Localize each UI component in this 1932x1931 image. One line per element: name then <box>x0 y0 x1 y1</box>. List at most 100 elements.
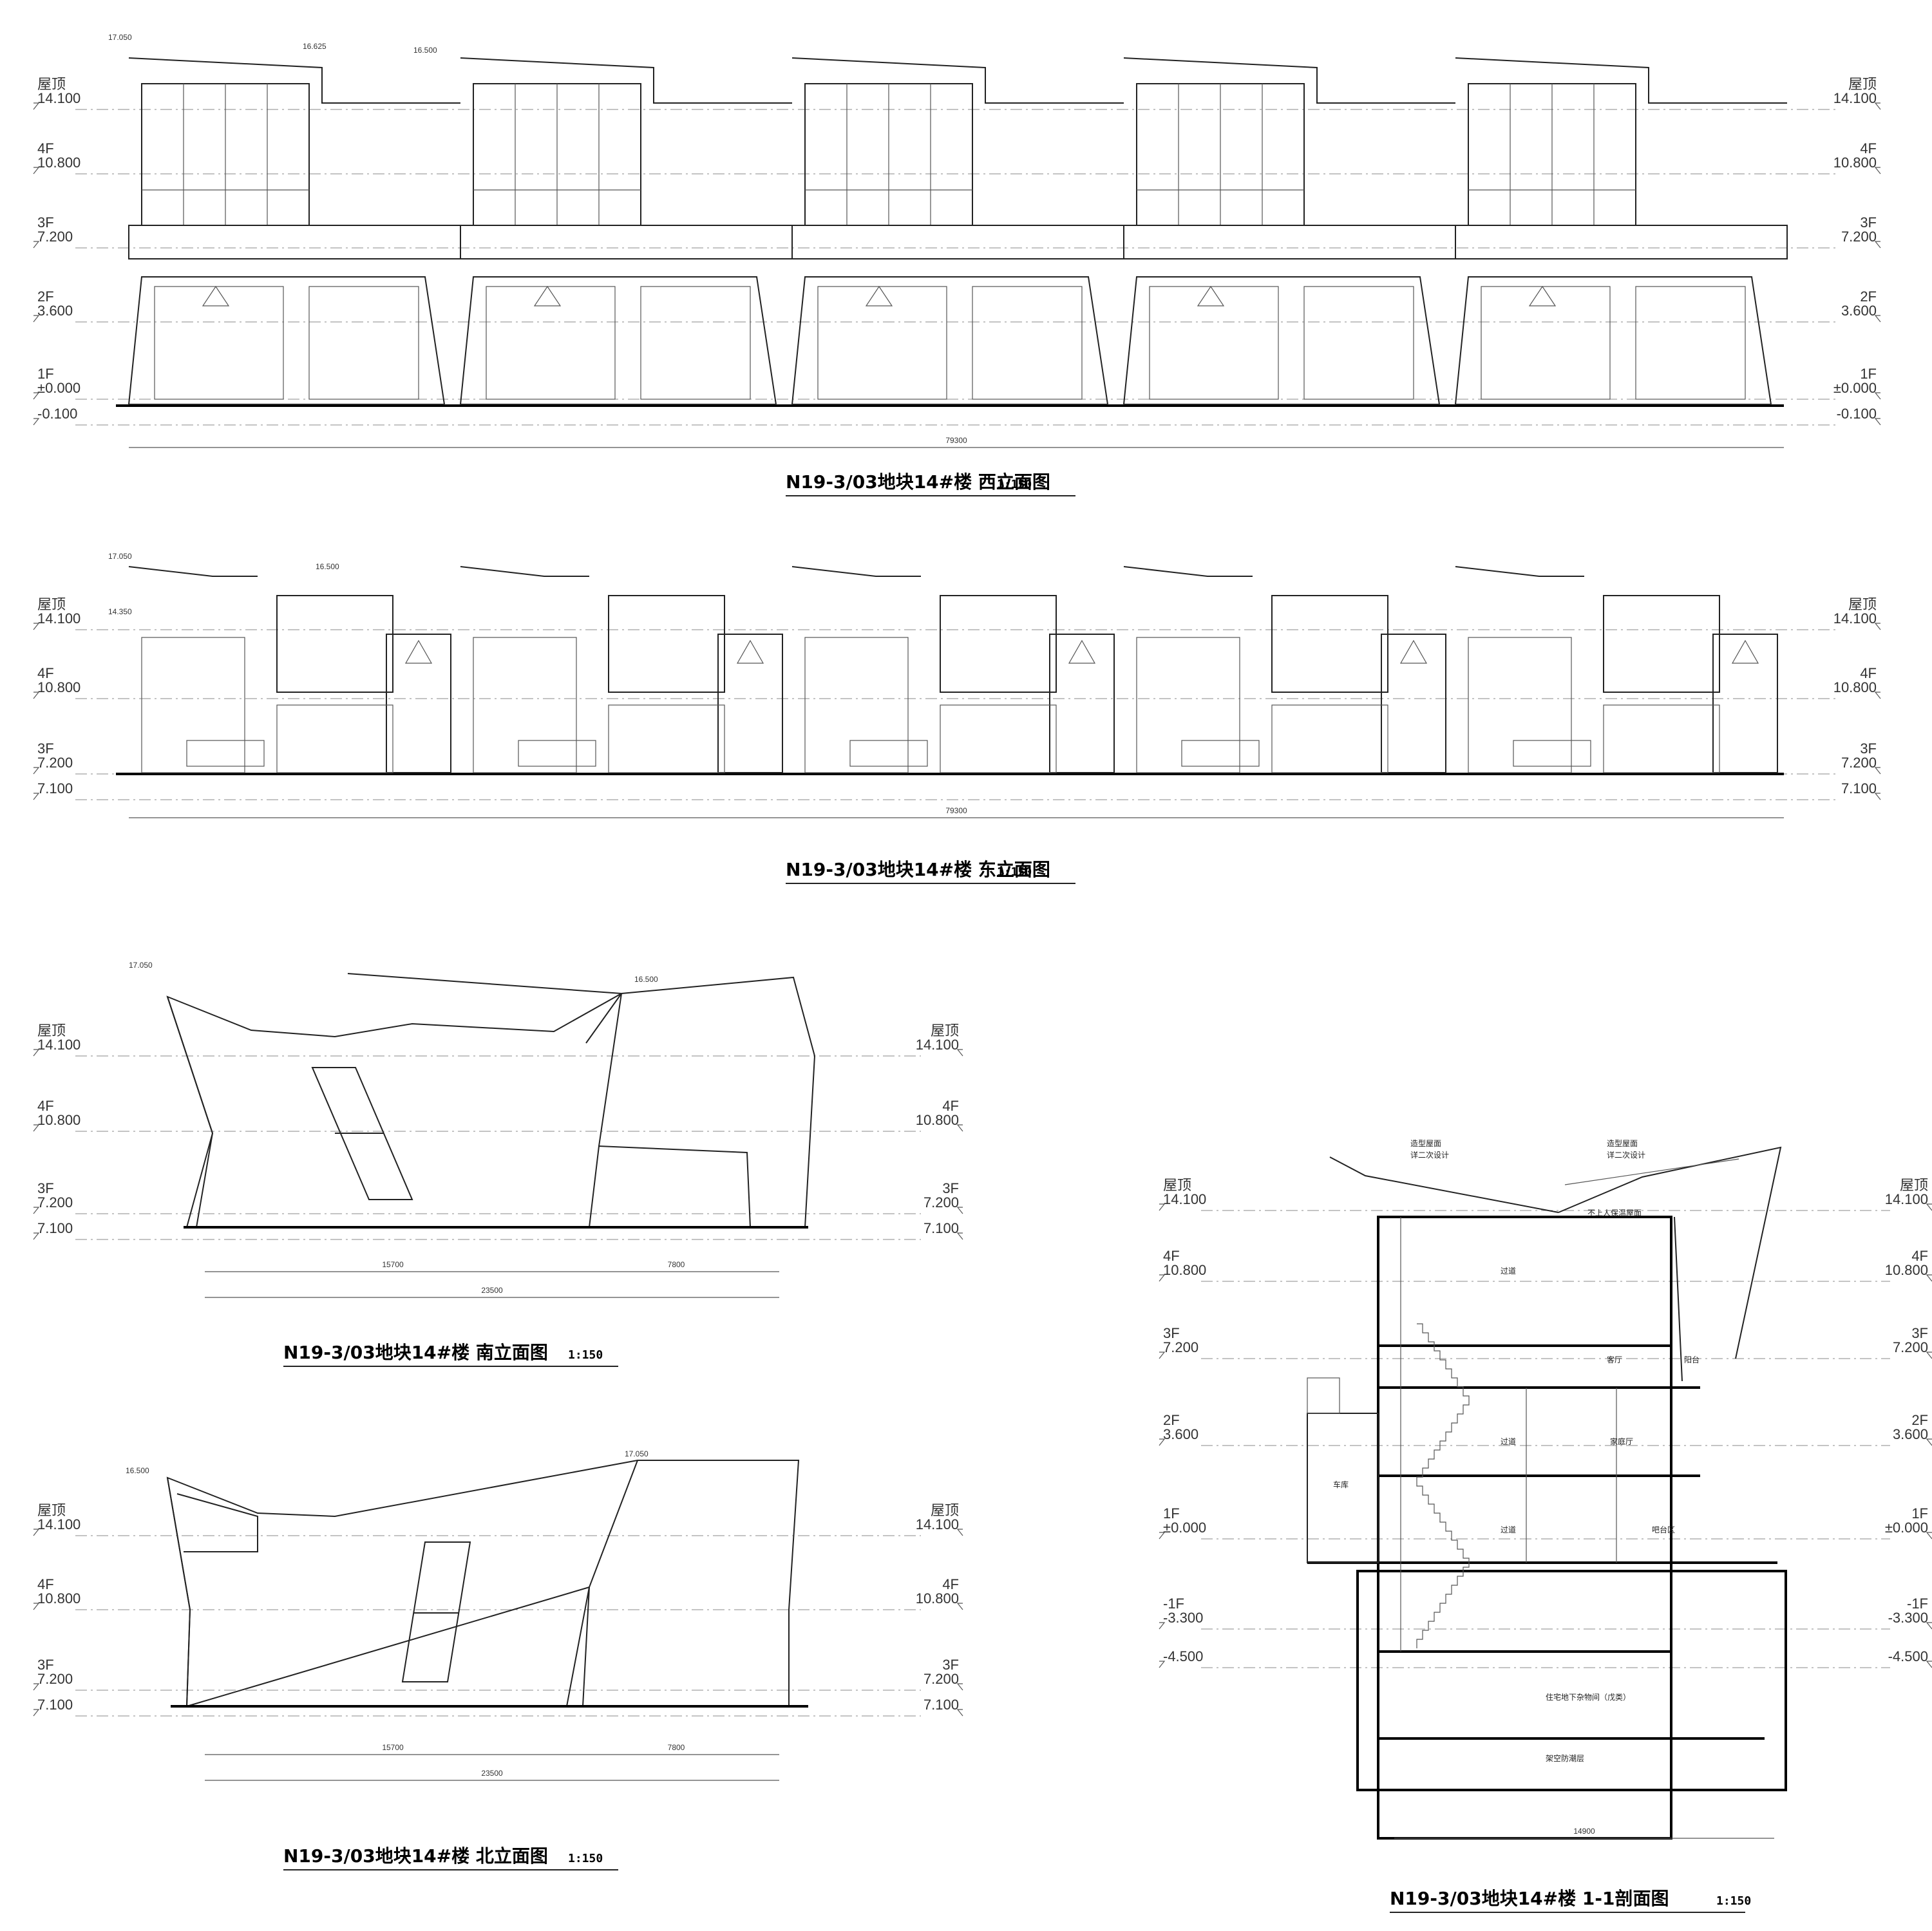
east-level-name: 4F <box>1860 665 1877 681</box>
section-room-1: 过道 <box>1501 1267 1516 1276</box>
section-room-8: 车库 <box>1333 1480 1349 1489</box>
east-entry <box>608 704 725 773</box>
section-stairs <box>1416 1323 1470 1648</box>
east-level-value: 7.200 <box>37 755 73 771</box>
west-level-mark <box>33 102 40 110</box>
south-title: N19-3/03地块14#楼 南立面图 <box>283 1342 548 1363</box>
north-left-fin <box>167 1477 191 1707</box>
east-mark-3: 14.350 <box>108 607 132 616</box>
east-upper-window <box>608 595 725 693</box>
west-level-mark <box>1874 241 1881 249</box>
east-entry <box>276 704 393 773</box>
east-roof-line <box>128 566 258 577</box>
east-level-mark <box>1874 793 1881 800</box>
west-level-value: -0.100 <box>37 406 77 422</box>
east-planter <box>186 740 265 767</box>
section-level-name: 2F <box>1163 1412 1180 1428</box>
south-level-name: 4F <box>942 1098 959 1114</box>
south-level-value: 7.200 <box>37 1194 73 1210</box>
north-level-name: 3F <box>37 1657 54 1673</box>
west-level-mark <box>1874 102 1881 110</box>
section-level-name: 3F <box>1163 1325 1180 1341</box>
south-level-mark <box>33 1232 40 1240</box>
east-planter <box>1513 740 1591 767</box>
section-level-mark <box>1926 1532 1932 1540</box>
section-level-value: -3.300 <box>1888 1610 1928 1626</box>
north-level-mark <box>33 1603 40 1610</box>
north-dim-3: 23500 <box>481 1769 503 1778</box>
east-level-mark <box>1874 692 1881 699</box>
south-level-name: 屋顶 <box>931 1022 959 1039</box>
north-level-name: 4F <box>942 1576 959 1592</box>
west-balcony <box>1455 225 1788 259</box>
east-mark-2: 16.500 <box>316 562 339 571</box>
west-level-name: 屋顶 <box>37 76 66 92</box>
section-roof-canopy-left <box>1329 1156 1559 1213</box>
section-level-mark <box>1159 1274 1166 1282</box>
section-note-2: 详二次设计 <box>1410 1150 1449 1160</box>
west-elevation: 屋顶14.100屋顶14.1004F10.8004F10.8003F7.2003… <box>33 33 1881 496</box>
section-level-mark <box>1926 1352 1932 1359</box>
north-level-name: 屋顶 <box>37 1502 66 1518</box>
section-level-value: 7.200 <box>1893 1339 1928 1355</box>
north-level-mark <box>33 1709 40 1717</box>
south-level-name: 4F <box>37 1098 54 1114</box>
section-room-7: 吧台区 <box>1652 1525 1675 1534</box>
section-room-9: 住宅地下杂物间（戊类） <box>1546 1692 1631 1702</box>
section-level-name: 2F <box>1911 1412 1928 1428</box>
section-room-5: 家庭厅 <box>1610 1436 1633 1446</box>
west-balcony <box>791 225 1124 259</box>
west-lower-door <box>972 286 1083 400</box>
south-level-value: 7.100 <box>37 1220 73 1236</box>
west-level-mark <box>33 418 40 426</box>
east-planter <box>1181 740 1260 767</box>
section-glazing <box>1674 1216 1683 1382</box>
north-fin-edge <box>566 1460 638 1707</box>
section-level-value: 10.800 <box>1885 1262 1928 1278</box>
south-window <box>311 1067 413 1200</box>
west-level-value: 7.200 <box>1841 229 1877 245</box>
west-ground-frame <box>459 276 777 405</box>
west-ground-frame <box>1122 276 1441 405</box>
east-total-dim: 79300 <box>945 806 967 815</box>
west-ground-frame <box>128 276 446 405</box>
north-level-value: 7.100 <box>923 1697 959 1713</box>
section-title: N19-3/03地块14#楼 1-1剖面图 <box>1390 1888 1669 1909</box>
south-level-mark <box>33 1207 40 1214</box>
east-roof-line <box>791 566 921 577</box>
west-triangle-glazing <box>202 285 230 306</box>
east-level-value: 10.800 <box>1833 679 1877 695</box>
west-level-mark <box>1874 167 1881 174</box>
east-level-mark <box>1874 767 1881 775</box>
west-ground-frame <box>1454 276 1772 405</box>
section-level-mark <box>1159 1203 1166 1211</box>
south-elevation: 屋顶14.100屋顶14.1004F10.8004F10.8003F7.2003… <box>33 961 963 1367</box>
east-level-value: 14.100 <box>37 610 80 626</box>
section-level-mark <box>1926 1622 1932 1630</box>
south-level-mark <box>33 1049 40 1057</box>
section-level-mark <box>1159 1532 1166 1540</box>
west-triangle-glazing <box>1197 285 1225 306</box>
east-triangle-glazing <box>736 639 764 664</box>
west-mark-2: 16.625 <box>303 42 327 51</box>
section-level-name: 4F <box>1911 1248 1928 1264</box>
east-left-window <box>1136 637 1240 773</box>
north-level-value: 7.100 <box>37 1697 73 1713</box>
west-triangle-glazing <box>1528 285 1557 306</box>
north-facade-outline <box>166 1460 800 1708</box>
west-ground-frame <box>791 276 1109 405</box>
west-lower-door <box>308 286 419 400</box>
west-roof-line <box>460 57 792 104</box>
west-level-value: -0.100 <box>1837 406 1877 422</box>
east-planter <box>518 740 596 767</box>
north-level-value: 10.800 <box>916 1590 959 1606</box>
south-level-mark <box>956 1232 963 1240</box>
west-level-mark <box>33 241 40 249</box>
section-level-mark <box>1159 1438 1166 1446</box>
north-level-value: 7.200 <box>923 1671 959 1687</box>
east-level-value: 7.100 <box>37 780 73 796</box>
west-lower-window <box>1149 286 1279 400</box>
west-level-name: 3F <box>1860 214 1877 231</box>
east-left-window <box>804 637 909 773</box>
